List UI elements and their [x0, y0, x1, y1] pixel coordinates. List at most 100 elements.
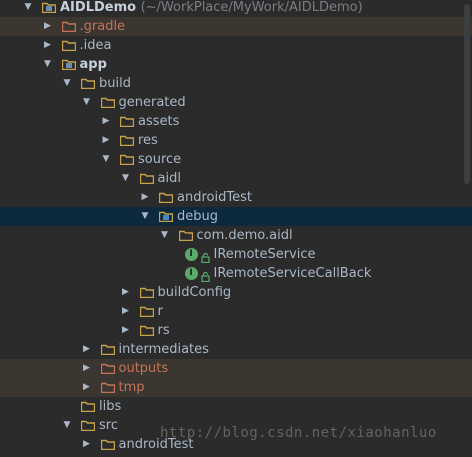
module-folder-icon: [42, 2, 56, 13]
tree-node[interactable]: ▼ src: [0, 416, 472, 435]
tree-node[interactable]: ▼ app: [0, 55, 472, 74]
tree-node-label: buildConfig: [158, 283, 232, 302]
folder-icon: [81, 78, 95, 89]
tree-node-name: AIDLDemo: [60, 0, 137, 15]
folder-icon: [139, 325, 154, 336]
tree-node-name: res: [138, 133, 158, 148]
folder-icon: [159, 192, 173, 203]
collapse-arrow-icon[interactable]: ▼: [161, 230, 168, 240]
tree-node[interactable]: ▶ tmp: [0, 378, 472, 397]
tree-node[interactable]: ▶ .gradle: [0, 17, 472, 36]
folder-icon: [139, 287, 154, 298]
collapse-arrow-icon[interactable]: ▼: [122, 173, 129, 183]
collapse-arrow-icon[interactable]: ▼: [44, 59, 51, 69]
tree-node[interactable]: ▶ androidTest: [0, 435, 472, 454]
tree-node-label: src: [99, 416, 118, 435]
tree-node[interactable]: ▶ outputs: [0, 359, 472, 378]
tree-node-label: .gradle: [80, 17, 126, 36]
tree-node-name: generated: [118, 95, 186, 110]
tree-node-label: generated: [119, 93, 186, 112]
folder-icon: [139, 173, 154, 184]
tree-node-label: intermediates: [119, 340, 209, 359]
expand-arrow-icon[interactable]: ▶: [83, 344, 90, 354]
public-access-icon: [200, 269, 210, 283]
tree-node-label: libs: [99, 397, 121, 416]
tree-node-name: source: [138, 152, 182, 167]
tree-node-name: assets: [138, 114, 180, 129]
tree-node-label: outputs: [119, 359, 169, 378]
collapse-arrow-icon[interactable]: ▼: [63, 78, 71, 88]
tree-node[interactable]: ▼ aidl: [0, 169, 472, 188]
expand-arrow-icon[interactable]: ▶: [83, 382, 90, 392]
expand-arrow-icon[interactable]: ▶: [83, 439, 90, 449]
folder-icon: [100, 439, 115, 450]
tree-node[interactable]: ▶androidTest: [0, 188, 472, 207]
tree-node-name: IRemoteService: [213, 247, 316, 262]
tree-node-name: outputs: [118, 361, 169, 376]
tree-node-name: build: [99, 76, 131, 91]
tree-node[interactable]: ▼ com.demo.aidl: [0, 226, 472, 245]
collapse-arrow-icon[interactable]: ▼: [102, 154, 110, 164]
excluded-folder-icon: [100, 363, 115, 374]
excluded-folder-icon: [100, 382, 115, 393]
tree-node-name: .idea: [79, 38, 112, 53]
tree-node[interactable]: ▼ build: [0, 74, 472, 93]
tree-node[interactable]: ▼AIDLDemo (~/WorkPlace/MyWork/AIDLDemo): [0, 0, 472, 17]
folder-icon: [81, 420, 95, 431]
collapse-arrow-icon[interactable]: ▼: [83, 97, 90, 107]
vertical-scrollbar[interactable]: [462, 0, 472, 457]
tree-node[interactable]: ▶ .idea: [0, 36, 472, 55]
tree-node-label: tmp: [119, 378, 145, 397]
tree-node-label: debug: [177, 207, 218, 226]
tree-node[interactable]: ▼ debug: [0, 207, 472, 226]
scrollbar-thumb[interactable]: [464, 4, 470, 184]
expand-arrow-icon[interactable]: ▶: [44, 40, 51, 50]
tree-node[interactable]: ▶r: [0, 302, 472, 321]
tree-node-label: com.demo.aidl: [197, 226, 293, 245]
folder-icon: [120, 135, 134, 146]
folder-icon: [139, 306, 154, 317]
tree-node-label: source: [138, 150, 181, 169]
expand-arrow-icon[interactable]: ▶: [102, 135, 110, 145]
expand-arrow-icon[interactable]: ▶: [122, 287, 129, 297]
tree-node[interactable]: ▶ intermediates: [0, 340, 472, 359]
tree-node-name: debug: [177, 209, 218, 224]
tree-node[interactable]: ▼ generated: [0, 93, 472, 112]
tree-node[interactable]: ▼ source: [0, 150, 472, 169]
expand-arrow-icon[interactable]: ▶: [122, 306, 129, 316]
tree-node-label: androidTest: [119, 435, 194, 454]
watermark-text: http://blog.csdn.net/xiaohanluo: [160, 425, 437, 441]
interface-icon: I: [184, 267, 198, 280]
tree-node-name: intermediates: [118, 342, 209, 357]
tree-node-name: src: [99, 418, 118, 433]
tree-node[interactable]: ▶ res: [0, 131, 472, 150]
tree-node[interactable]: libs: [0, 397, 472, 416]
tree-node-name: androidTest: [118, 437, 194, 452]
expand-arrow-icon[interactable]: ▶: [44, 21, 51, 31]
tree-node-name: tmp: [118, 380, 145, 395]
tree-node[interactable]: ▶rs: [0, 321, 472, 340]
tree-node-label: app: [80, 55, 107, 74]
tree-node-label: .idea: [80, 36, 112, 55]
tree-node[interactable]: ▶ assets: [0, 112, 472, 131]
folder-icon: [61, 40, 76, 51]
collapse-arrow-icon[interactable]: ▼: [63, 420, 71, 430]
tree-node[interactable]: ▶ buildConfig: [0, 283, 472, 302]
tree-node-name: r: [157, 304, 163, 319]
public-access-icon: [200, 250, 210, 264]
tree-node-name: com.demo.aidl: [196, 228, 293, 243]
tree-node-label: assets: [138, 112, 179, 131]
expand-arrow-icon[interactable]: ▶: [141, 192, 149, 202]
source-root-folder-icon: [159, 211, 173, 222]
folder-icon: [100, 97, 115, 108]
expand-arrow-icon[interactable]: ▶: [102, 116, 110, 126]
tree-node-label: aidl: [158, 169, 181, 188]
tree-node-name: aidl: [157, 171, 181, 186]
collapse-arrow-icon[interactable]: ▼: [141, 211, 149, 221]
expand-arrow-icon[interactable]: ▶: [83, 363, 90, 373]
collapse-arrow-icon[interactable]: ▼: [24, 2, 32, 12]
expand-arrow-icon[interactable]: ▶: [122, 325, 129, 335]
